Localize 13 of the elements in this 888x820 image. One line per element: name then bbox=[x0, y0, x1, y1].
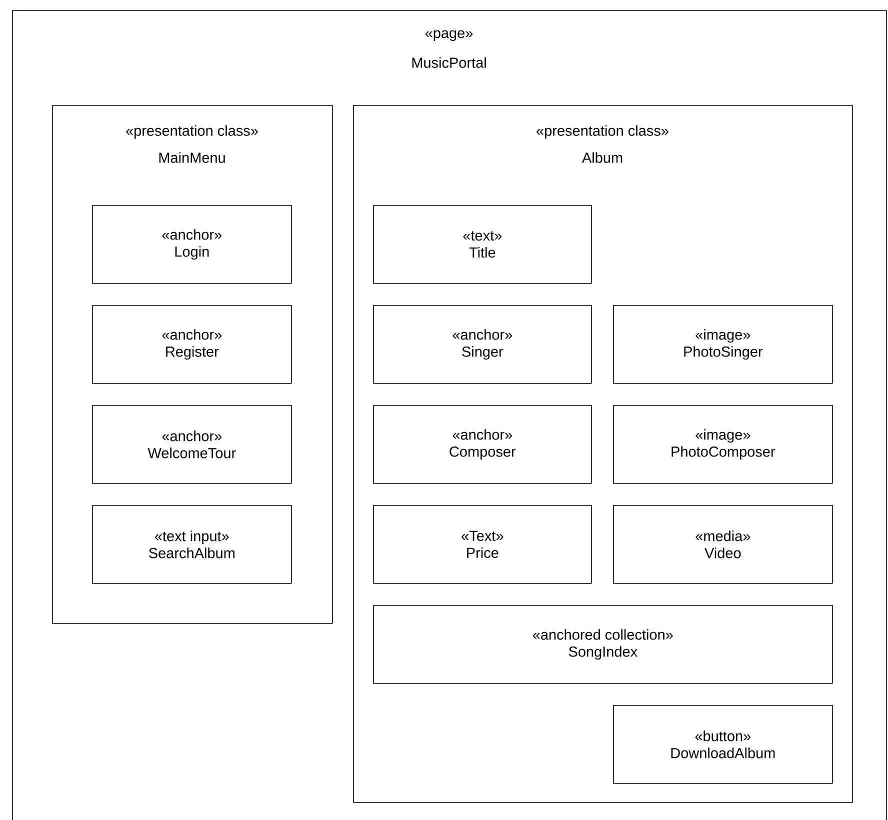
element-box: «anchor» Register bbox=[92, 305, 292, 384]
element-box: «media» Video bbox=[613, 505, 833, 584]
element-box: «image» PhotoSinger bbox=[613, 305, 833, 384]
element-box: «anchor» Login bbox=[92, 205, 292, 284]
element-box: «button» DownloadAlbum bbox=[613, 705, 833, 784]
element-box: «text» Title bbox=[373, 205, 592, 284]
element-box: «Text» Price bbox=[373, 505, 592, 584]
element-box: «image» PhotoComposer bbox=[613, 405, 833, 484]
element-box: «anchor» WelcomeTour bbox=[92, 405, 292, 484]
element-box: «text input» SearchAlbum bbox=[92, 505, 292, 584]
element-box: «anchor» Composer bbox=[373, 405, 592, 484]
element-box: «anchor» Singer bbox=[373, 305, 592, 384]
element-box: «anchored collection» SongIndex bbox=[373, 605, 833, 684]
